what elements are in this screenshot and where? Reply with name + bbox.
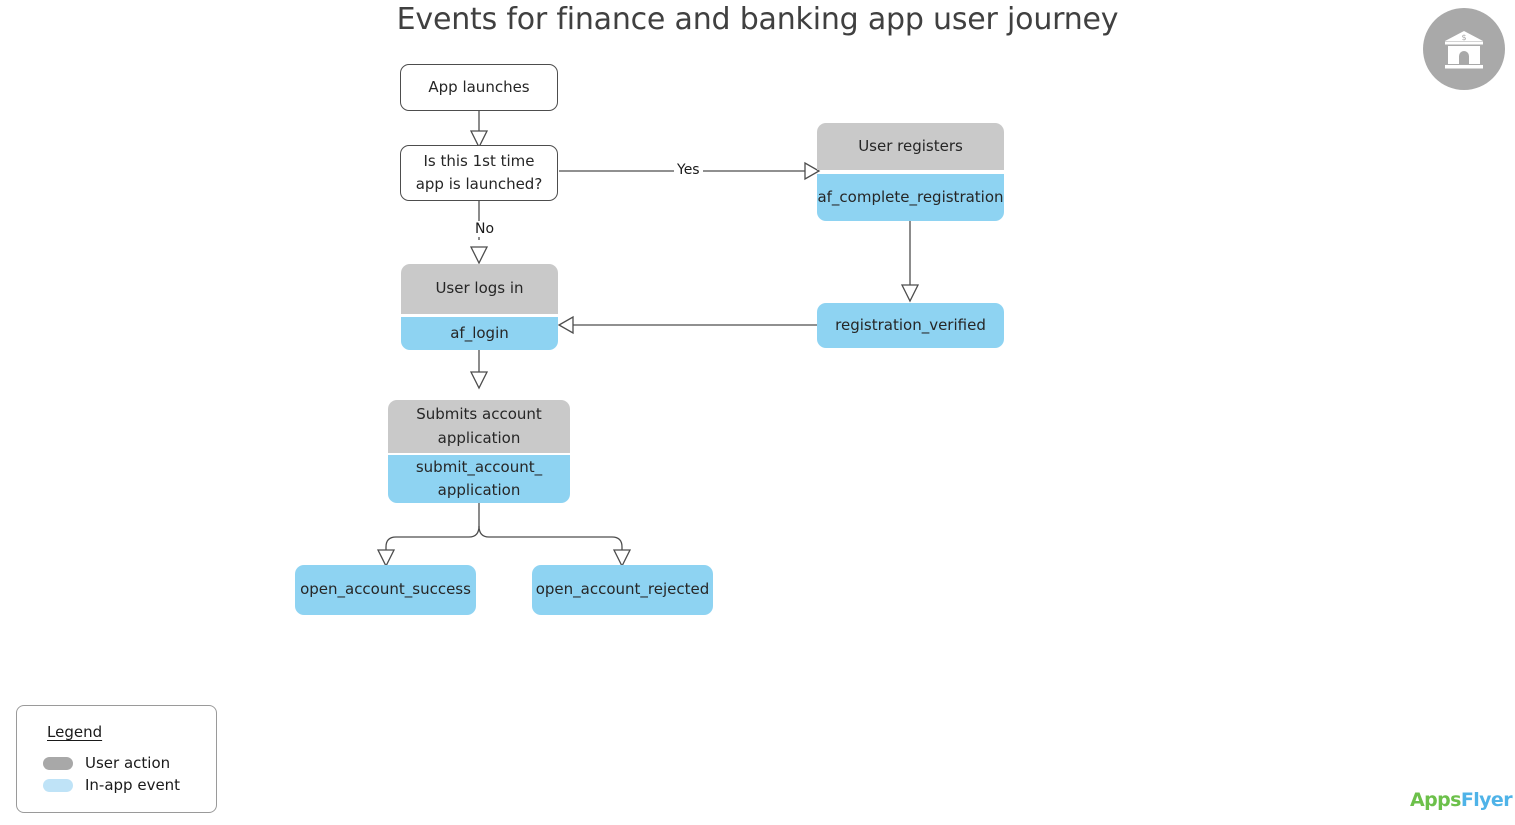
arrowhead-verified-to-login <box>557 315 574 335</box>
arrowhead-login-to-submit <box>469 371 489 390</box>
node-user-registers[interactable]: User registers <box>817 123 1004 170</box>
appsflyer-wordmark-flyer: Flyer <box>1460 789 1513 811</box>
edge-submit-split-left <box>385 503 480 551</box>
node-decision-first-launch[interactable]: Is this 1st time app is launched? <box>400 145 558 201</box>
node-submit-account-application[interactable]: submit_account_ application <box>388 455 570 503</box>
node-submits-account-application[interactable]: Submits account application <box>388 400 570 453</box>
legend-label-in-app-event: In-app event <box>85 776 181 794</box>
bank-building-icon: $ <box>1445 31 1483 69</box>
node-af-login[interactable]: af_login <box>401 317 558 350</box>
legend-label-user-action: User action <box>85 754 171 772</box>
node-submit-account-application-line1: submit_account_ <box>415 457 543 476</box>
edge-label-yes: Yes <box>674 162 703 178</box>
edge-submit-split-right <box>478 525 623 551</box>
arrowhead-registration-to-verified <box>900 284 920 303</box>
node-open-account-success[interactable]: open_account_success <box>295 565 476 615</box>
appsflyer-logo: AppsFlyer <box>1408 786 1513 814</box>
node-submits-account-application-line1: Submits account <box>416 405 542 424</box>
legend-item-in-app-event: In-app event <box>43 776 180 794</box>
node-open-account-rejected[interactable]: open_account_rejected <box>532 565 713 615</box>
arrowhead-decision-no <box>469 246 489 265</box>
legend-swatch-user-action <box>43 756 73 770</box>
bank-icon: $ <box>1423 8 1505 90</box>
node-registration-verified[interactable]: registration_verified <box>817 303 1004 348</box>
node-app-launches[interactable]: App launches <box>400 64 558 111</box>
appsflyer-wordmark-apps: Apps <box>1410 789 1461 811</box>
legend: Legend User action In-app event <box>16 705 217 813</box>
node-af-complete-registration[interactable]: af_complete_registration <box>817 174 1004 221</box>
bank-dollar-symbol: $ <box>1461 33 1466 42</box>
node-user-logs-in[interactable]: User logs in <box>401 264 558 314</box>
page-title: Events for finance and banking app user … <box>396 2 1119 37</box>
node-submit-account-application-line2: application <box>437 481 521 499</box>
legend-swatch-in-app-event <box>43 778 73 792</box>
arrowhead-open-account-success <box>376 549 396 568</box>
arrowhead-open-account-rejected <box>612 549 632 568</box>
legend-title: Legend <box>47 723 103 741</box>
node-submits-account-application-line2: application <box>437 428 521 447</box>
edge-label-no: No <box>472 221 498 237</box>
appsflyer-wordmark: AppsFlyer <box>1410 789 1513 811</box>
legend-item-user-action: User action <box>43 754 170 772</box>
